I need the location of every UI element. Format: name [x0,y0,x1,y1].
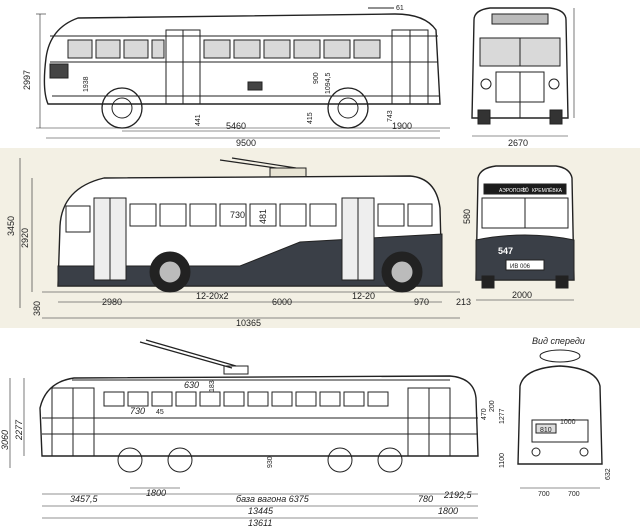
trolleybus-front-overhang-label: 2980 [102,297,122,307]
tram-drawing: 3060 2277 630 183 730 45 930 3457,5 1800… [0,336,612,528]
bus-length-label: 9500 [236,138,256,148]
tram-box-height-label: 183 [209,380,216,392]
trolleybus-drawing: АЭРОПОРТ 10 КРЕМЛЁВКА 547 ИВ 006 3450 29… [6,157,575,328]
bus-rear-overhang-label: 1900 [392,121,412,131]
bus-rear-wheel [327,87,369,129]
bus-front-height-label: 1938 [83,76,90,92]
tram-r1-label: 470 [481,408,488,420]
tram-wheel-4 [377,447,403,473]
bus-window-height-label: 1094,5 [325,72,332,94]
tram-axle-label: 1800 [146,488,166,498]
bus-width-label: 2670 [508,138,528,148]
tram-front-height-label: 810 [540,427,552,434]
trolleybus-drawing-panel: АЭРОПОРТ 10 КРЕМЛЁВКА 547 ИВ 006 3450 29… [0,148,640,328]
tram-axle-right-label: 780 [418,494,433,504]
tram-length-a-label: 13445 [248,506,274,516]
tram-r3-label: 1277 [499,408,506,424]
tram-wheel-1 [117,447,143,473]
bus-body-outline [43,13,441,105]
tram-front-view [517,365,603,465]
tram-front-overhang-label: 3457,5 [70,494,99,504]
trolleybus-rear-end-label: 213 [456,297,471,307]
trolleybus-front-tyre-label: 12-20x2 [196,291,229,301]
tram-window-width-label: 730 [130,406,145,416]
trolleybus-side-height-label: 580 [462,209,472,224]
bus-door-height-label: 900 [313,72,320,84]
trolleybus-wheelbase-label: 6000 [272,297,292,307]
bus-drawing-panel: 2997 1938 900 1094,5 441 415 743 61 5460… [0,0,640,148]
bus-front-wheel [101,87,143,129]
trolleybus-window-height-label: 481 [258,209,268,224]
trolleybus-rear-overhang-label: 970 [414,297,429,307]
tram-base-label: база вагона 6375 [236,494,310,504]
tram-drawing-panel: 3060 2277 630 183 730 45 930 3457,5 1800… [0,328,640,528]
tram-body [39,375,479,457]
tram-rear-a-label: 2192,5 [443,490,473,500]
fleet-number: 547 [498,246,513,256]
bus-wheelbase-label: 5460 [226,121,246,131]
route-sign-right: КРЕМЛЁВКА [532,187,563,194]
bus-low3-label: 743 [387,110,394,122]
trolleybus-rear-tyre-label: 12-20 [352,291,375,301]
trolleybus-width-label: 2000 [512,290,532,300]
trolleybus-length-label: 10365 [236,318,261,328]
bus-drawing: 2997 1938 900 1094,5 441 415 743 61 5460… [22,5,575,148]
tram-length-b-label: 13611 [248,518,272,527]
tram-height-label: 3060 [0,430,10,450]
trolleybus-window-width-label: 730 [230,210,245,220]
tram-front-view-title: Вид спереди [532,336,585,346]
tram-wheel-2 [167,447,193,473]
tram-mid-height-label: 930 [267,456,274,468]
route-sign-left: АЭРОПОРТ [499,188,527,194]
route-sign-number: 10 [522,188,529,194]
tram-r4-label: 1100 [499,453,506,468]
tram-window-height-label: 45 [156,409,164,416]
tram-r2-label: 200 [489,400,496,412]
bus-low1-label: 441 [195,114,202,126]
trolleybus-body-height-label: 2920 [20,228,30,248]
bus-low2-label: 415 [307,112,314,124]
tram-front-width-label: 1000 [560,419,576,426]
tram-bottom-height-label: 632 [605,468,612,480]
tram-roof-box-label: 630 [184,380,199,390]
trolleybus-total-height-label: 3450 [6,216,16,236]
tram-wheel-3 [327,447,353,473]
tram-base-a-label: 700 [538,491,550,498]
bus-top-mark-label: 61 [396,5,404,12]
tram-rear-b-label: 1800 [438,506,458,516]
tram-body-height-label: 2277 [14,419,24,441]
bus-front-view [471,7,569,119]
tram-base-b-label: 700 [568,491,580,498]
bus-height-label: 2997 [22,70,32,90]
trolleybus-ground-label: 380 [32,301,42,316]
registration-plate: ИВ 006 [510,264,531,270]
